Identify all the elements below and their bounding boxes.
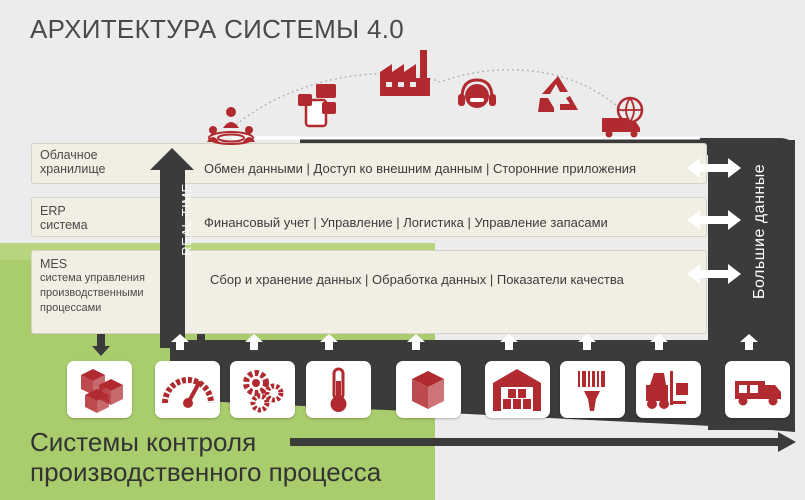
boxes-icon: [81, 369, 123, 413]
real-time-label: REAL TIME: [179, 183, 194, 256]
tile-boxes: [67, 361, 132, 418]
people-network-icon: [207, 107, 255, 145]
layer-mes-sublabel: система управления производственными про…: [40, 272, 145, 314]
factory-icon: [380, 50, 430, 96]
layer-erp-text: Финансовый учет | Управление | Логистика…: [204, 215, 608, 230]
layer-erp: ERP система Финансовый учет | Управление…: [31, 197, 707, 237]
tile-forklift: [636, 361, 701, 418]
mobile-apps-icon: [298, 84, 336, 128]
thermometer-icon: [330, 367, 347, 412]
layer-mes: MES система управления производственными…: [31, 250, 707, 334]
bottom-title: Системы контроля производственного проце…: [30, 427, 382, 487]
tile-warehouse: [485, 361, 550, 418]
global-delivery-icon: [602, 96, 644, 138]
tile-thermometer: [306, 361, 371, 418]
gears-icon: [243, 370, 284, 413]
box-icon: [412, 371, 444, 409]
layer-mes-text: Сбор и хранение данных | Обработка данны…: [210, 272, 624, 287]
layer-mes-title: MES: [40, 257, 68, 271]
tile-gears: [230, 361, 295, 418]
layer-cloud: Облачное хранилище Обмен данными | Досту…: [31, 143, 707, 184]
layer-cloud-text: Обмен данными | Доступ ко внешним данным…: [204, 161, 637, 176]
tile-truck: [725, 361, 790, 418]
tile-box: [396, 361, 461, 418]
page-title: АРХИТЕКТУРА СИСТЕМЫ 4.0: [30, 14, 405, 44]
support-headset-icon: [458, 78, 496, 108]
recycle-icon: [538, 76, 578, 112]
layer-erp-label: ERP система: [40, 204, 88, 232]
tile-speedometer: [155, 361, 220, 418]
warehouse-icon: [493, 369, 541, 411]
delivery-truck-icon: [735, 381, 781, 406]
barcode-scanner-icon: [578, 371, 605, 411]
forklift-icon: [646, 371, 688, 409]
layer-cloud-label: Облачное хранилище: [40, 148, 106, 176]
tile-barcode: [560, 361, 625, 418]
big-data-label: Большие данные: [751, 163, 768, 299]
layer-mes-label: MES система управления производственными…: [40, 257, 165, 316]
speedometer-icon: [162, 377, 214, 408]
